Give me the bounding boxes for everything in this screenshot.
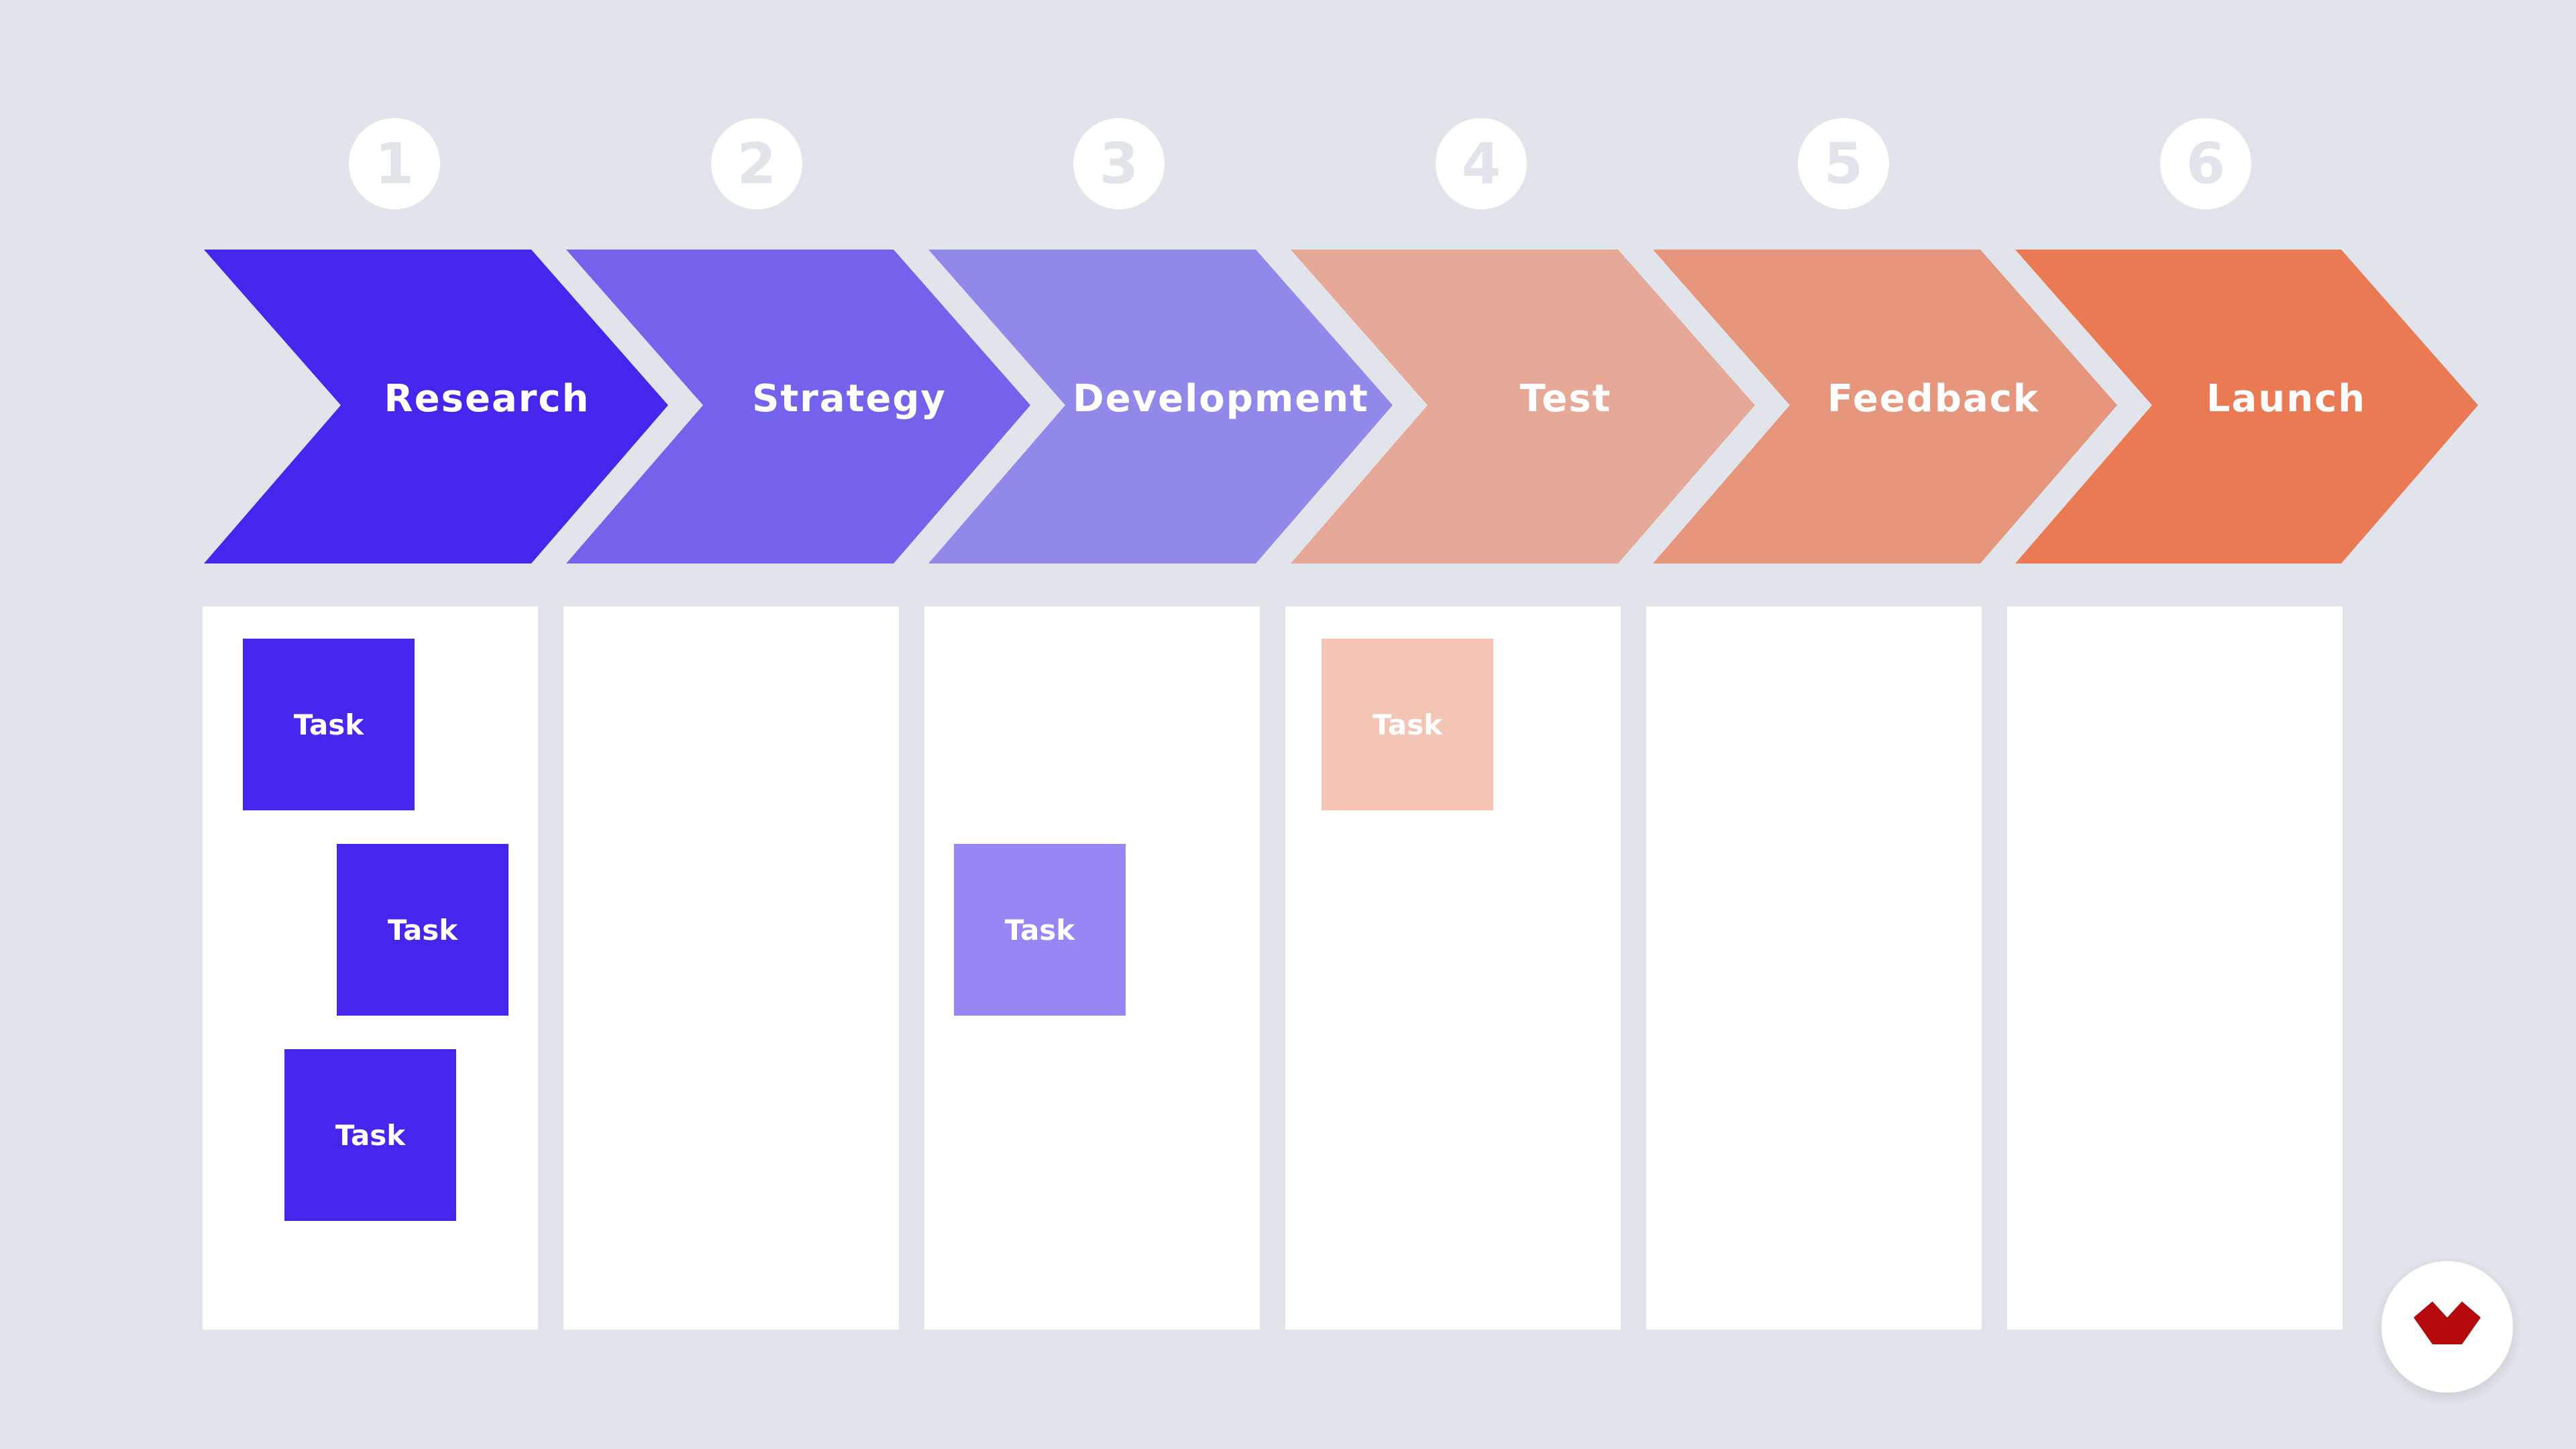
chevron-test: Test: [1291, 250, 1755, 564]
chevron-label-strategy: Strategy: [752, 377, 947, 421]
task-card-research-2[interactable]: Task: [337, 844, 508, 1016]
step-number-4: 4: [1436, 118, 1527, 209]
logo-badge[interactable]: [2381, 1261, 2513, 1393]
column-launch: [2007, 606, 2343, 1330]
task-card-research-3[interactable]: Task: [284, 1049, 456, 1221]
chevron-development: Development: [928, 250, 1393, 564]
chevron-label-launch: Launch: [2206, 377, 2366, 421]
chevron-label-feedback: Feedback: [1827, 377, 2039, 421]
chevron-label-test: Test: [1520, 377, 1612, 421]
step-number-6: 6: [2160, 118, 2251, 209]
task-card-development[interactable]: Task: [954, 844, 1126, 1016]
step-number-2: 2: [711, 118, 802, 209]
chevron-label-research: Research: [384, 377, 590, 421]
column-strategy: [564, 606, 899, 1330]
chevron-label-development: Development: [1073, 377, 1369, 421]
step-number-1: 1: [349, 118, 440, 209]
chevron-launch: Launch: [2015, 250, 2478, 564]
chevron-strategy: Strategy: [566, 250, 1030, 564]
column-feedback: [1646, 606, 1982, 1330]
chevron-research: Research: [204, 250, 668, 564]
task-card-test[interactable]: Task: [1322, 639, 1493, 810]
chevron-feedback: Feedback: [1653, 250, 2117, 564]
step-number-5: 5: [1798, 118, 1889, 209]
task-card-research-1[interactable]: Task: [243, 639, 415, 810]
step-number-3: 3: [1073, 118, 1165, 209]
brand-logo-icon: [2414, 1301, 2481, 1344]
